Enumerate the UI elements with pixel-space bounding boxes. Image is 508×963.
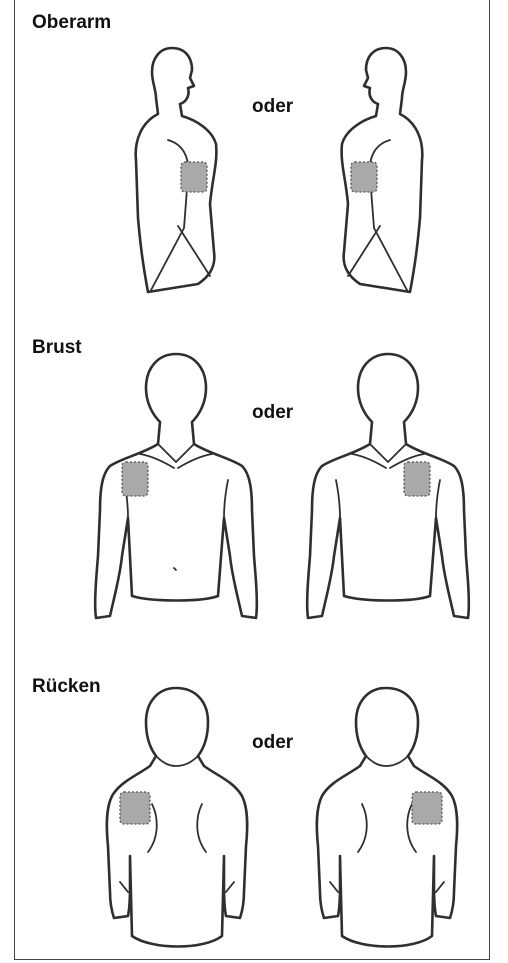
chest-right-figure [304,350,472,622]
back-right-figure [310,686,460,956]
upper-arm-right-figure [318,40,438,300]
oder-label-oberarm: oder [252,96,293,118]
patch-marker-icon [412,792,442,824]
section-label-ruecken: Rücken [32,676,101,698]
oder-label-ruecken: oder [252,732,293,754]
patch-marker-icon [181,162,207,192]
patch-marker-icon [120,792,150,824]
patch-marker-icon [404,462,430,496]
section-label-brust: Brust [32,337,82,359]
patch-marker-icon [122,462,148,496]
back-left-figure [100,686,250,956]
patch-marker-icon [351,162,377,192]
section-label-oberarm: Oberarm [32,12,111,34]
chest-left-figure [92,350,260,622]
upper-arm-left-figure [120,40,240,300]
